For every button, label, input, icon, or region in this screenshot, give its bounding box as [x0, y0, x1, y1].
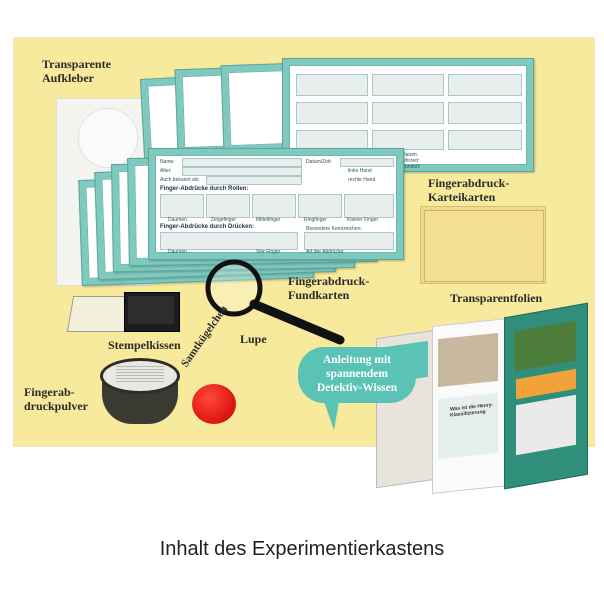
- caption: Inhalt des Experimentierkastens: [159, 538, 445, 560]
- card-date-label: Datum:: [402, 152, 419, 158]
- found-card-front: Name: Datum/Zeit: Alter: linke Hand Auch…: [148, 148, 404, 260]
- card-rolled-heading: Finger-Abdrücke durch Rollen:: [160, 186, 249, 192]
- instructions-bubble: Anleitung mit spannendem Detektiv-Wissen: [298, 347, 416, 403]
- card-thumb2-label: Daumen: [168, 249, 187, 255]
- label-stickers: Transparente Aufkleber: [42, 57, 111, 85]
- card-ring-label: Ringfinger: [304, 217, 327, 223]
- card-also-known-label: Auch bekannt als:: [160, 177, 200, 183]
- card-datetime-label: Datum/Zeit:: [306, 159, 332, 165]
- powder-jar: [100, 356, 180, 426]
- card-age-label: Alter:: [160, 168, 172, 174]
- magnifier-icon: [205, 259, 345, 345]
- ink-pad: [66, 292, 180, 334]
- label-found-cards: Fingerabdruck- Fundkarten: [288, 274, 370, 302]
- label-magnifier: Lupe: [240, 332, 267, 346]
- card-pinky-label: Kleiner Finger: [347, 217, 379, 223]
- card-right-hand-label: rechte Hand: [348, 177, 376, 183]
- card-left-hand-label: linke Hand: [348, 168, 372, 174]
- card-name-label: Name:: [160, 159, 175, 165]
- card-middle-label: Mittelfinger: [256, 217, 281, 223]
- label-foils: Transparentfolien: [450, 291, 543, 305]
- card-index-label: Zeigefinger: [211, 217, 237, 223]
- label-file-cards: Fingerabdruck- Karteikarten: [428, 176, 510, 204]
- label-powder: Fingerab- druckpulver: [24, 385, 89, 413]
- transparent-foil-2: [424, 210, 544, 282]
- instruction-booklet: Was ist die Henry-Klassifizierung: [376, 302, 588, 494]
- card-time-label: Uhrzeit:: [402, 158, 420, 164]
- velvet-ball: [192, 384, 236, 424]
- bubble-tail: [322, 396, 340, 430]
- label-ink-pad: Stempelkissen: [108, 338, 181, 352]
- card-marks-label: Besondere Kennzeichen:: [306, 226, 362, 232]
- card-four-fingers-label: Vier Finger: [256, 249, 281, 255]
- card-kind-label: Art der Abdrücke:: [306, 249, 345, 255]
- card-thumb-label: Daumen: [168, 217, 187, 223]
- card-pressed-heading: Finger-Abdrücke durch Drücken:: [160, 224, 255, 230]
- card-place-label: Fundort:: [402, 164, 421, 170]
